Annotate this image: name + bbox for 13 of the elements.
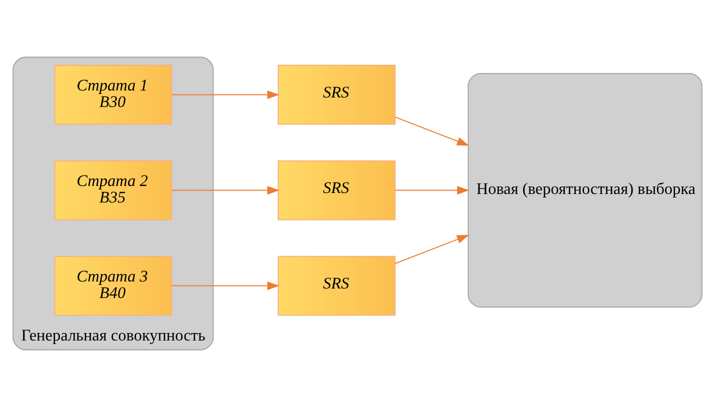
node-box: Страта 3 B40 <box>54 255 172 316</box>
node-box: SRS <box>278 160 396 220</box>
arrow <box>172 186 280 194</box>
node-box: SRS <box>278 255 396 316</box>
arrow <box>394 234 470 264</box>
arrow <box>395 186 470 194</box>
node-box: Новая (вероятностная) выборка <box>468 72 702 308</box>
node-box: Страта 1 B30 <box>54 64 172 124</box>
node-box: Страта 2 B35 <box>54 160 172 220</box>
node-box: SRS <box>278 64 396 124</box>
arrow <box>172 281 280 290</box>
arrow <box>394 116 470 146</box>
arrow <box>172 90 280 99</box>
